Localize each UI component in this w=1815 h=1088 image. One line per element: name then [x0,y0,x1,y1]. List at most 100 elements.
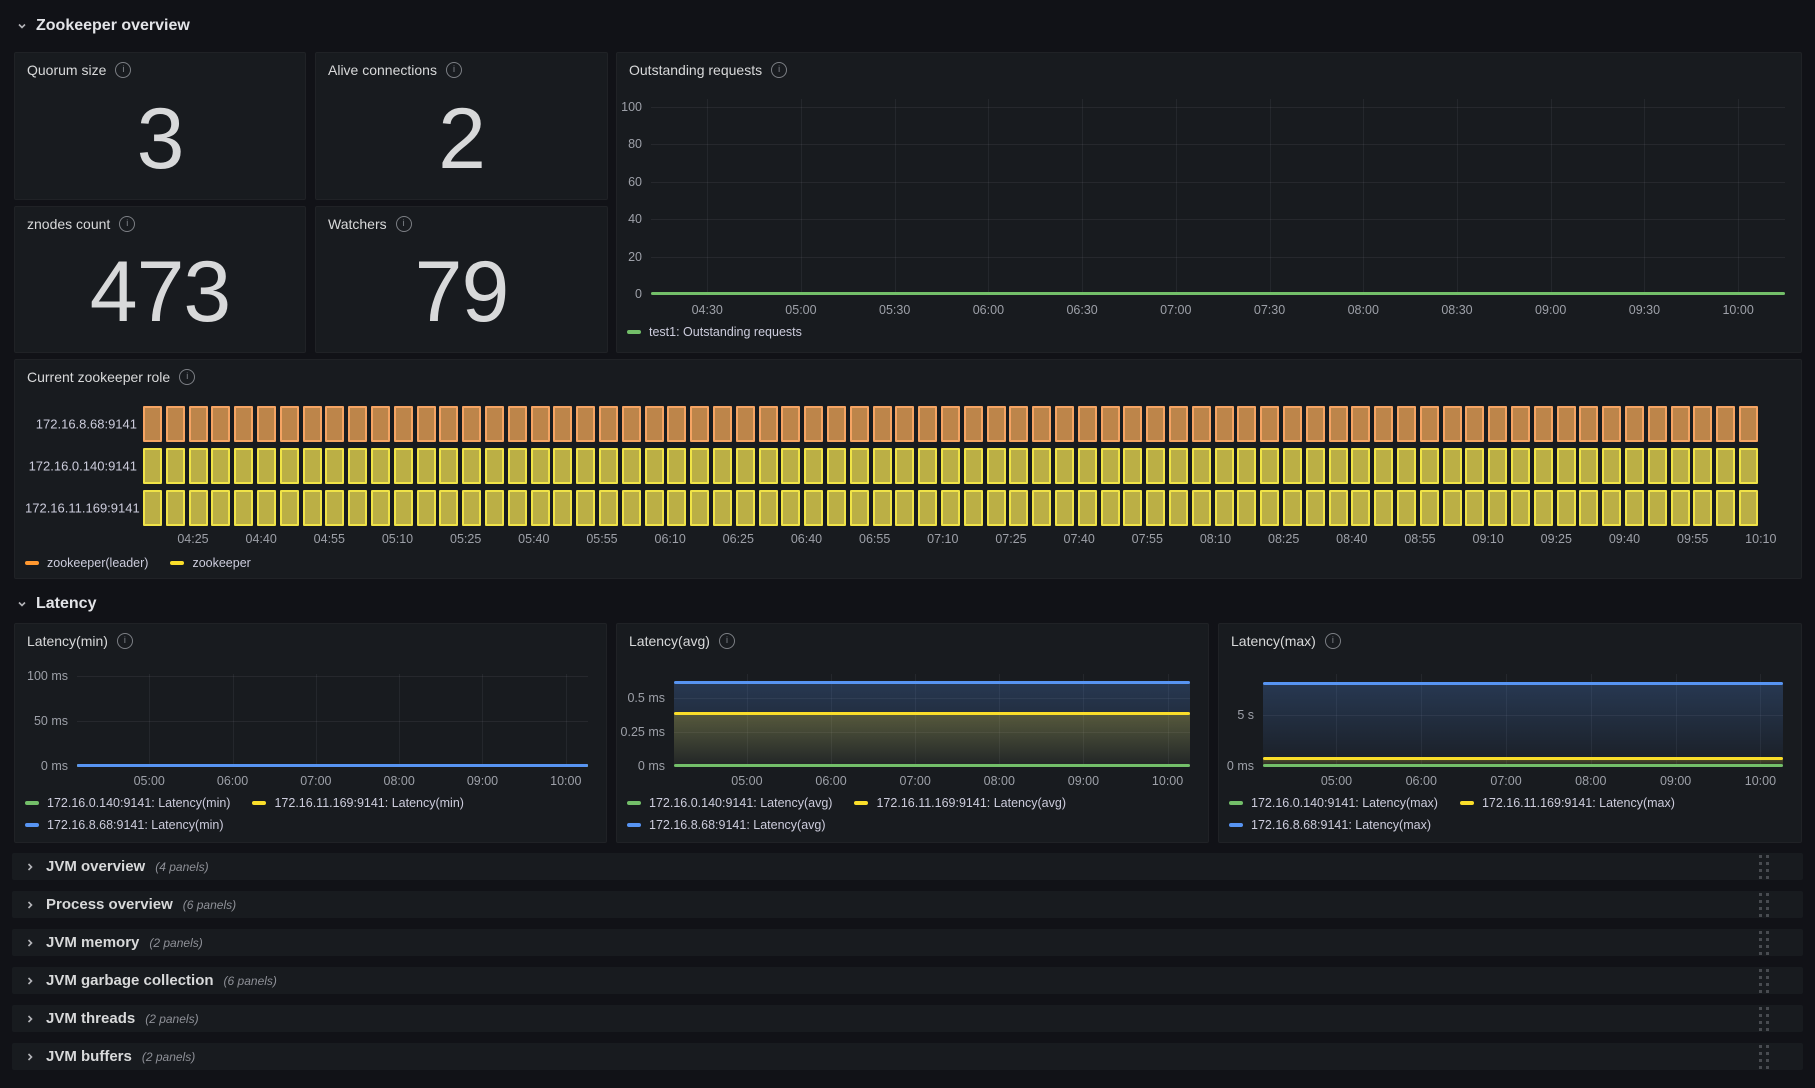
timeline-bar [1305,406,1325,442]
drag-handle-icon[interactable] [1758,930,1771,956]
x-axis-label: 09:00 [466,774,499,788]
panel-title[interactable]: Latency(min) [27,633,108,649]
gridline [1456,99,1458,294]
panel-title[interactable]: Latency(avg) [629,633,710,649]
info-icon[interactable]: i [718,633,735,649]
legend-item[interactable]: 172.16.11.169:9141: Latency(max) [1459,796,1675,810]
timeline-bar [1260,406,1280,442]
timeline-bar [1579,490,1599,526]
timeline-bar [1556,490,1576,526]
timeline-bar [439,448,459,484]
info-icon[interactable]: i [395,216,412,232]
chevron-right-icon [27,938,33,947]
timeline-bar [1579,406,1599,442]
timeline-bar [188,448,208,484]
timeline-bar [849,448,869,484]
drag-handle-icon[interactable] [1758,892,1771,918]
row-title: JVM garbage collection [46,972,214,989]
panel-header: Latency(max) i [1219,624,1801,658]
x-axis-label: 10:00 [1744,774,1777,788]
x-axis-label: 08:00 [1347,303,1379,317]
panel-title[interactable]: znodes count [27,216,111,232]
legend-item[interactable]: 172.16.8.68:9141: Latency(max) [1229,818,1431,832]
section-header-latency[interactable]: Latency [16,592,96,616]
timeline-bar [485,406,504,442]
legend-item[interactable]: 172.16.8.68:9141: Latency(min) [25,818,224,832]
gridline [1336,674,1338,766]
timeline-bar [1647,406,1667,442]
plot-area [77,674,588,767]
x-axis-label: 07:55 [1131,532,1163,546]
timeline-bar [393,490,413,526]
timeline-bar [1214,406,1234,442]
series-line [1263,756,1783,760]
timeline-bar [462,406,482,442]
info-icon[interactable]: i [771,62,788,78]
panel-title[interactable]: Latency(max) [1231,633,1316,649]
timeline-bar [1488,448,1508,484]
legend-item[interactable]: zookeeper(leader) [25,556,148,570]
drag-handle-icon[interactable] [1758,968,1771,994]
x-axis-label: 07:10 [927,532,959,546]
gridline [1590,674,1592,766]
info-icon[interactable]: i [119,216,136,232]
timeline-bar [872,448,892,484]
timeline-bar [1625,406,1644,442]
panel-title[interactable]: Watchers [328,216,387,232]
row-jvm-buffers[interactable]: JVM buffers (2 panels) [12,1043,1803,1070]
chevron-down-icon [18,23,26,29]
legend-item[interactable]: 172.16.11.169:9141: Latency(min) [252,796,464,810]
panel-header: Outstanding requests i [617,53,1801,87]
timeline-bar [1670,448,1690,484]
panel-title[interactable]: Alive connections [328,62,437,78]
row-title: JVM threads [46,1010,136,1027]
drag-handle-icon[interactable] [1758,1044,1771,1070]
info-icon[interactable]: i [1324,633,1341,649]
info-icon[interactable]: i [445,62,462,78]
panel-title[interactable]: Outstanding requests [629,62,763,78]
x-axis-label: 07:00 [899,774,931,788]
legend-item[interactable]: 172.16.0.140:9141: Latency(max) [1229,796,1438,810]
panel-title[interactable]: Current zookeeper role [27,369,171,385]
x-axis-label: 08:25 [1268,532,1300,546]
timeline-bar [872,406,892,442]
drag-handle-icon[interactable] [1758,854,1771,880]
legend-item[interactable]: zookeeper [170,556,251,570]
y-axis-label: 40 [628,212,642,226]
y-axis-label: 20 [628,249,642,264]
row-jvm-overview[interactable]: JVM overview (4 panels) [12,853,1803,880]
row-process-overview[interactable]: Process overview (6 panels) [12,891,1803,918]
panel-title[interactable]: Quorum size [27,62,107,78]
timeline-row [143,406,1779,442]
legend-item[interactable]: test1: Outstanding requests [627,325,802,339]
legend-item[interactable]: 172.16.8.68:9141: Latency(avg) [627,818,826,832]
info-icon[interactable]: i [116,633,133,649]
y-axis-label: 5 s [1237,707,1254,722]
row-jvm-garbage-collection[interactable]: JVM garbage collection (6 panels) [12,967,1803,994]
timeline-bar [621,406,641,442]
legend-item[interactable]: 172.16.0.140:9141: Latency(min) [25,796,230,810]
info-icon[interactable]: i [115,62,132,78]
timeline-bar [1739,448,1758,484]
y-axis-label: 50 ms [33,713,68,728]
series-area [674,682,1190,766]
timeline-row [143,490,1779,526]
timeline-bar [690,448,710,484]
x-axis-label: 08:00 [1575,774,1607,788]
x-axis-label: 05:30 [879,303,911,317]
info-icon[interactable]: i [179,369,196,385]
timeline-bar [986,448,1006,484]
section-header-zookeeper-overview[interactable]: Zookeeper overview [16,14,190,38]
timeline-bar [507,406,527,442]
x-axis-label: 09:30 [1628,303,1661,317]
timeline-bar [1032,406,1052,442]
drag-handle-icon[interactable] [1758,1006,1771,1032]
row-panel-count: (6 panels) [223,973,277,988]
row-jvm-threads[interactable]: JVM threads (2 panels) [12,1005,1803,1032]
legend-label: 172.16.11.169:9141: Latency(avg) [876,796,1066,810]
legend-item[interactable]: 172.16.0.140:9141: Latency(avg) [627,796,832,810]
legend-item[interactable]: 172.16.11.169:9141: Latency(avg) [854,796,1066,810]
timeline-bar [143,448,162,484]
row-jvm-memory[interactable]: JVM memory (2 panels) [12,929,1803,956]
timeline-bar [1237,448,1257,484]
